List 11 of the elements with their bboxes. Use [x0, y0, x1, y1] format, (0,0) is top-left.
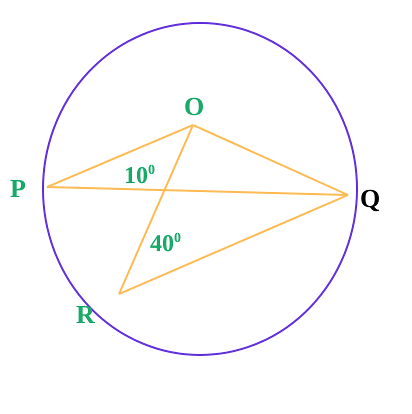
line-segment [46, 186, 348, 196]
line-segment [118, 194, 348, 295]
angle-label: 40$^{0}$ [150, 230, 181, 257]
angle-label: 10$^{0}$ [124, 162, 155, 189]
line-segment [118, 124, 194, 294]
point-label: R [76, 302, 95, 328]
line-segment [46, 124, 194, 188]
point-label: O [184, 94, 204, 120]
point-label: Q [360, 186, 380, 212]
line-segment [192, 124, 348, 196]
point-label: P [10, 176, 26, 202]
